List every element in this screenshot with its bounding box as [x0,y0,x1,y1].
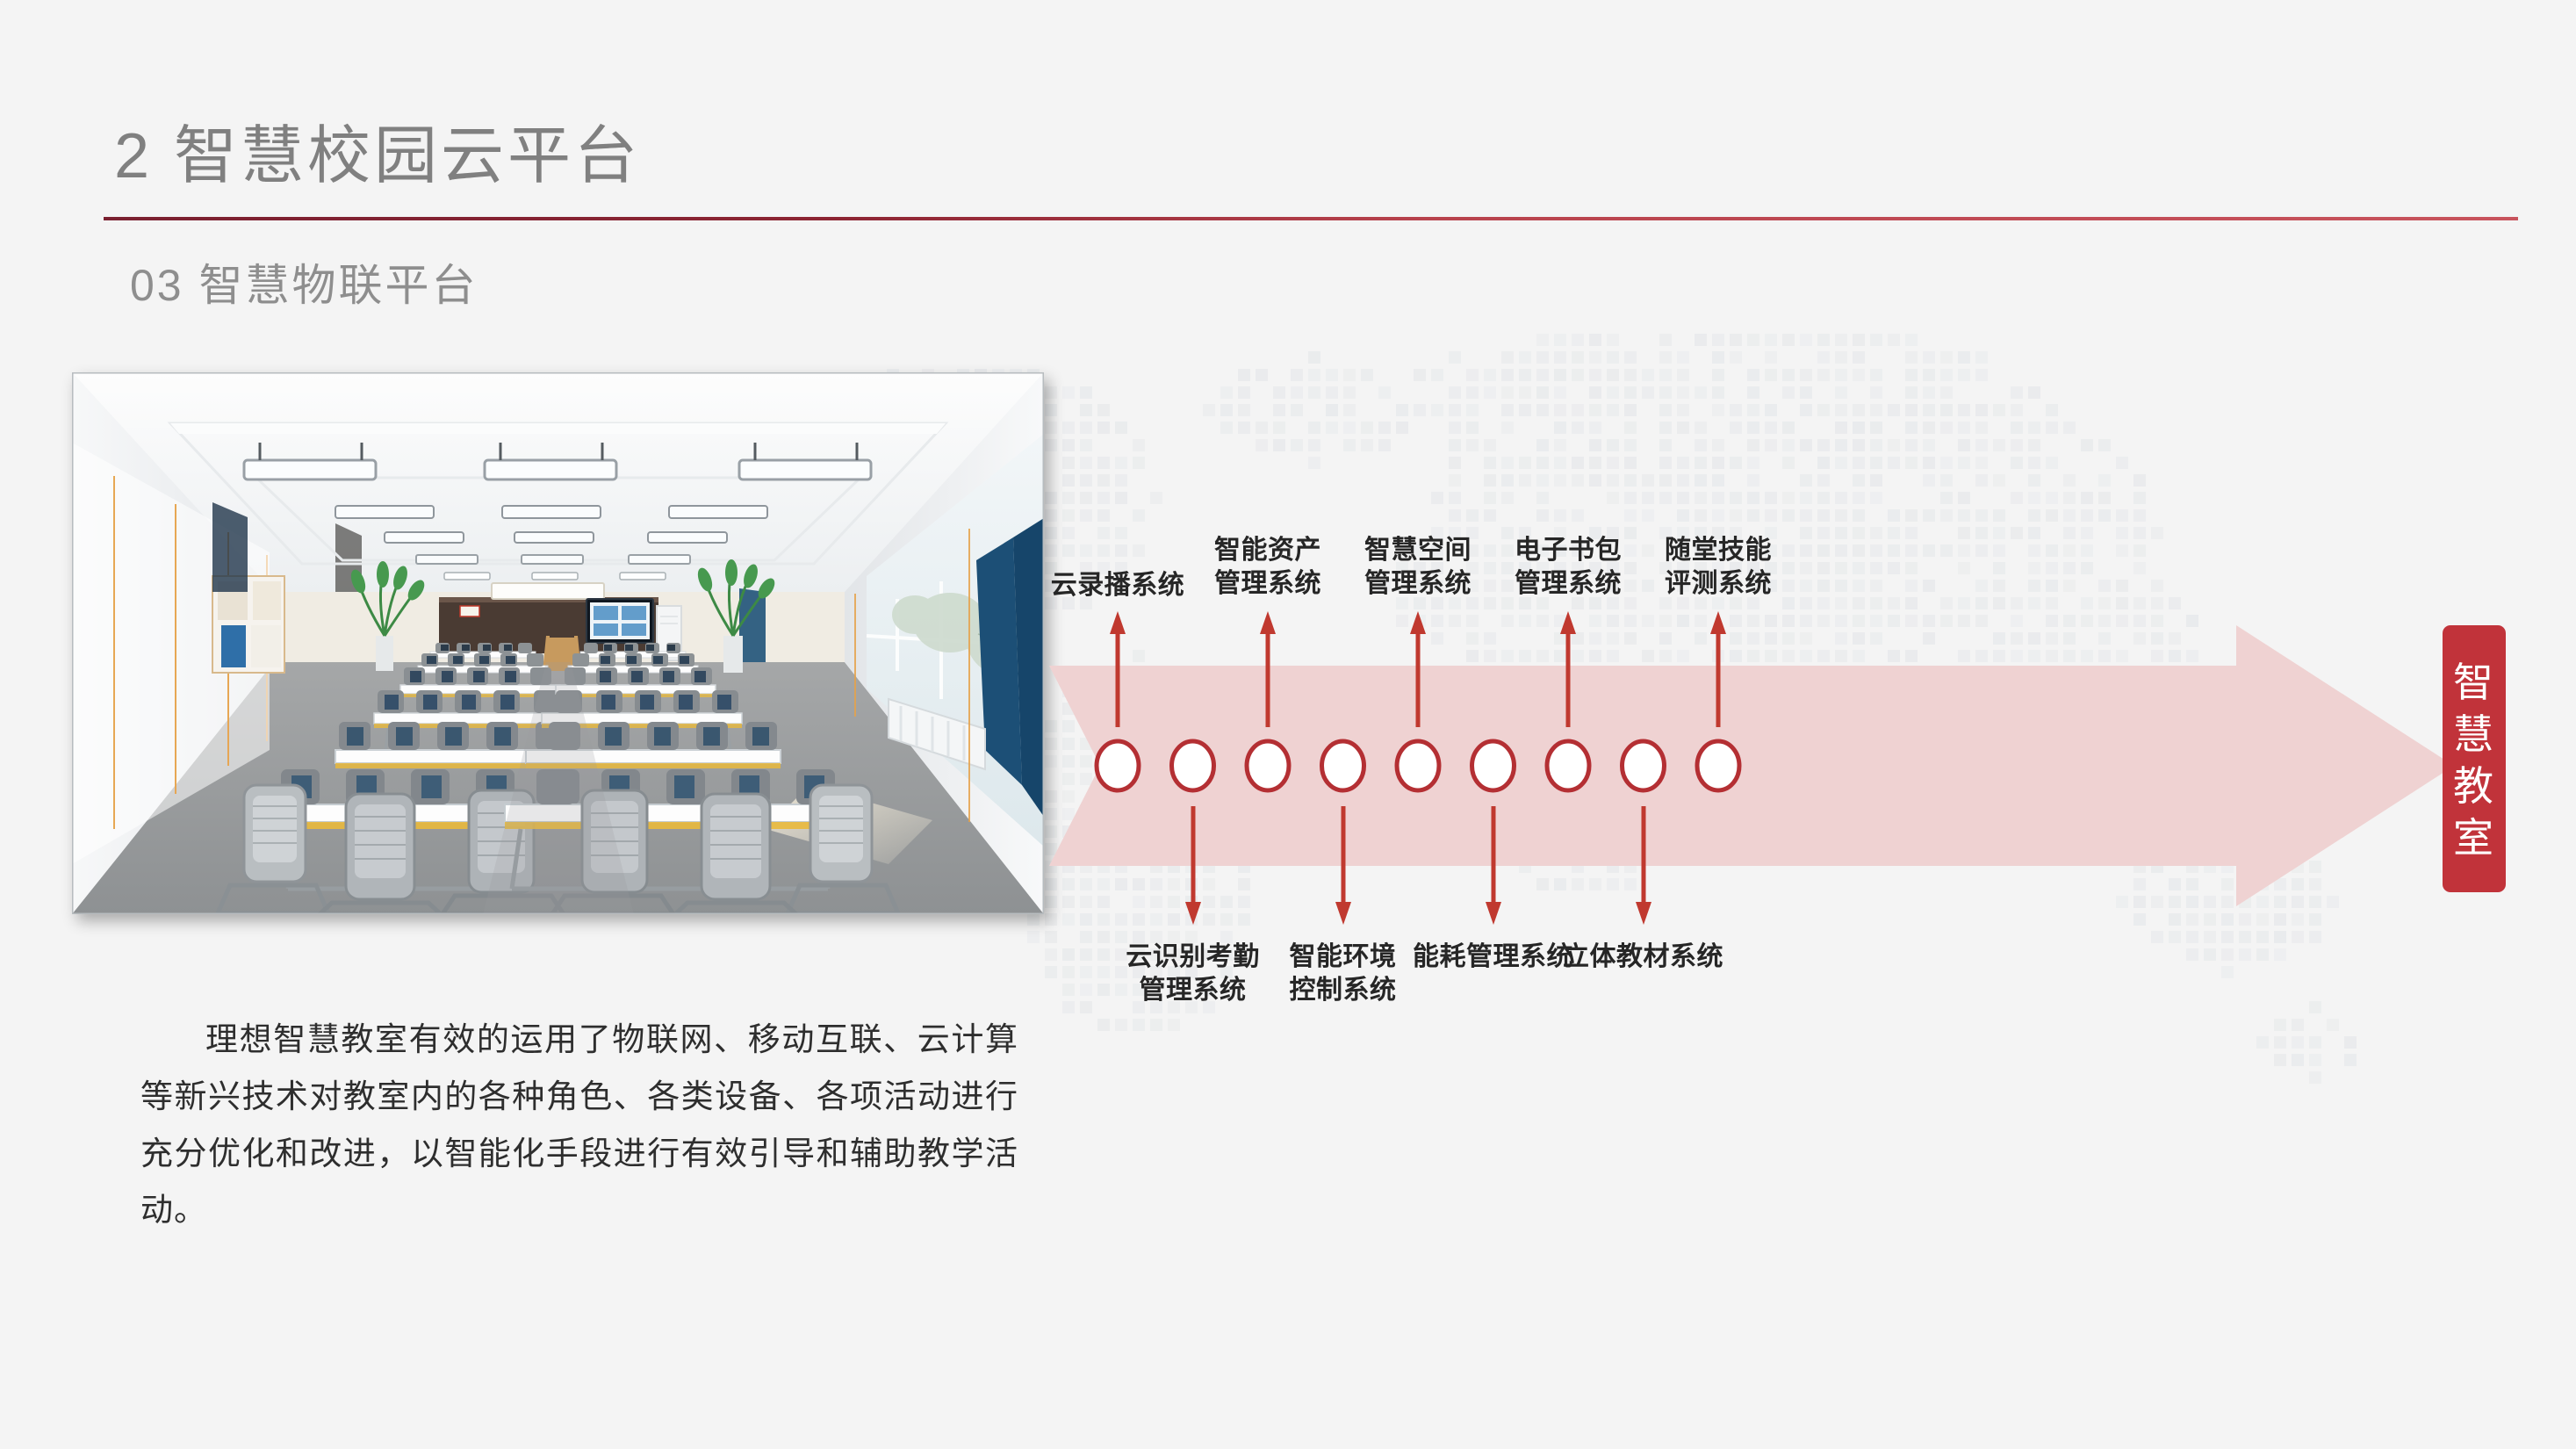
node-label-line1: 智能环境 [1289,942,1397,971]
timeline-arrow-band [1049,625,2454,906]
badge-char-4: 室 [2453,814,2495,861]
header-divider [104,217,2518,220]
node-label-2: 云识别考勤管理系统 [1126,941,1260,1008]
smart-classroom-photo [72,372,1044,914]
node-label-line1: 随堂技能 [1665,536,1772,565]
node-label-line2: 控制系统 [1289,976,1397,1006]
badge-char-3: 教 [2453,763,2495,809]
timeline-node-circle [1695,739,1742,793]
node-label-line1: 云录播系统 [1050,571,1185,600]
page-subtitle: 03 智慧物联平台 [130,261,479,310]
node-label-line2: 管理系统 [1139,976,1247,1006]
node-label-7: 电子书包管理系统 [1515,534,1622,602]
node-label-1: 云录播系统 [1051,569,1185,602]
node-label-line2: 管理系统 [1214,569,1321,599]
timeline-node-circle [1470,739,1516,793]
node-label-line1: 能耗管理系统 [1413,942,1573,971]
node-label-6: 能耗管理系统 [1413,941,1573,974]
arrow-shape [1049,625,2454,906]
node-label-line1: 智慧空间 [1364,536,1471,565]
node-label-line1: 电子书包 [1515,536,1622,565]
node-label-5: 智慧空间管理系统 [1364,534,1471,602]
node-label-4: 智能环境控制系统 [1290,941,1397,1008]
node-label-line2: 管理系统 [1515,569,1622,599]
timeline-node-circle [1620,739,1666,793]
node-label-8: 立体教材系统 [1563,941,1723,974]
node-label-line2: 评测系统 [1665,569,1772,599]
body-paragraph: 理想智慧教室有效的运用了物联网、移动互联、云计算等新兴技术对教室内的各种角色、各… [140,1021,1018,1229]
node-label-line1: 云识别考勤 [1126,942,1260,971]
node-label-line2: 管理系统 [1364,569,1471,599]
node-label-9: 随堂技能评测系统 [1665,534,1772,602]
badge-char-1: 智 [2453,660,2495,706]
timeline-node-circle [1394,739,1442,793]
node-label-line1: 立体教材系统 [1563,942,1723,971]
page-title: 2 智慧校园云平台 [114,121,642,191]
end-badge-smart-classroom: 智 慧 教 室 [2443,625,2506,892]
timeline-node-circle [1094,739,1141,793]
badge-char-2: 慧 [2453,711,2495,758]
timeline-node-circle [1320,739,1366,793]
timeline-node-circle [1544,739,1592,793]
timeline-node-circle [1169,739,1216,793]
node-label-3: 智能资产管理系统 [1214,534,1321,602]
timeline-node-circle [1244,739,1292,793]
node-label-line1: 智能资产 [1214,536,1321,565]
